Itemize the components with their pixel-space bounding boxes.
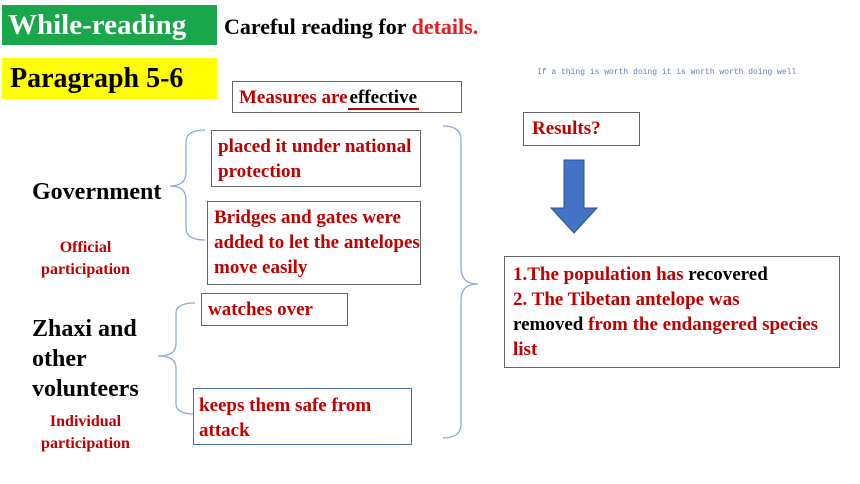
measures-prefix: Measures are: [239, 87, 348, 108]
gov-action-protection: placed it under national protection: [211, 130, 421, 187]
results-question-box: Results?: [523, 112, 640, 146]
gov-action-bridges: Bridges and gates were added to let the …: [207, 201, 421, 285]
individual-participation-note: Individual participation: [41, 413, 130, 452]
result-1-text: 1.The population has: [513, 264, 689, 285]
motto-text: If a thing is worth doing it is worth wo…: [537, 68, 797, 77]
volunteer-action-watch: watches over: [201, 293, 348, 326]
volunteer-action-safe: keeps them safe from attack: [193, 388, 412, 445]
results-box: 1.The population has recovered 2. The Tib…: [504, 256, 840, 368]
measures-answer: effective: [347, 87, 420, 110]
while-reading-badge: While-reading: [2, 5, 217, 45]
volunteers-brace: [157, 302, 196, 415]
result-2-tail: from the endangered species list: [513, 314, 819, 360]
task-heading-highlight: details.: [411, 14, 479, 39]
volunteers-label: Zhaxi and other volunteers: [32, 316, 139, 402]
task-heading-text: Careful reading for: [224, 14, 412, 39]
government-label: Government: [32, 179, 162, 205]
paragraph-badge: Paragraph 5-6: [2, 58, 217, 99]
result-1-keyword: recovered: [688, 264, 768, 285]
measures-brace: [442, 125, 479, 439]
official-participation-note: Official participation: [41, 239, 130, 278]
task-heading: Careful reading for details.: [224, 14, 478, 40]
result-2-keyword: removed: [513, 314, 589, 335]
result-2-text: 2. The Tibetan antelope was: [513, 289, 740, 310]
government-brace: [169, 129, 206, 241]
down-arrow-icon: [549, 159, 599, 234]
